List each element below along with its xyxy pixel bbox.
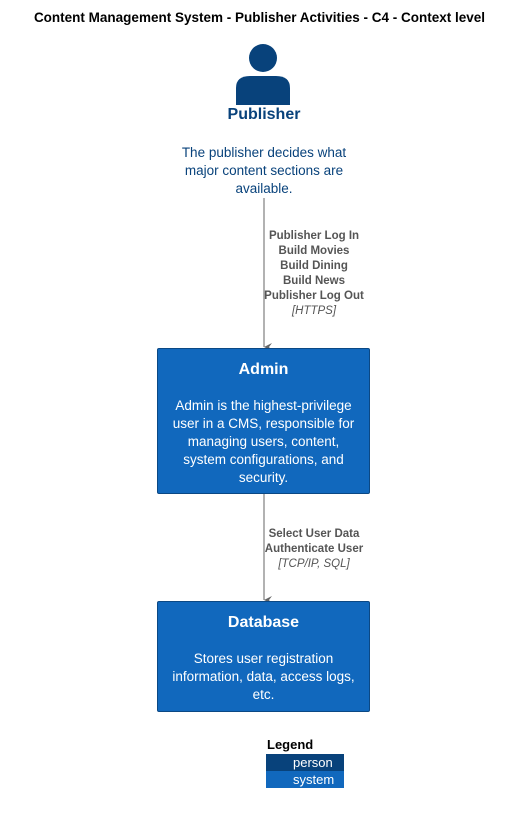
legend-title: Legend [267,737,314,752]
relation-text: Select User Data [268,528,360,540]
diagram-title: Content Management System - Publisher Ac… [33,10,486,25]
relation-technology: [HTTPS] [291,305,337,317]
person-icon [234,44,292,111]
relation-technology: [TCP/IP, SQL] [278,558,350,570]
legend-item-person: person [266,754,344,771]
system-name: Admin [238,361,289,378]
system-name: Database [227,614,300,631]
relation-text: Authenticate User [264,543,364,555]
relation-label-publisher-admin: Publisher Log In Build Movies Build Dini… [214,229,414,319]
relation-text: Publisher Log Out [264,290,364,302]
relation-text: Build Dining [280,260,348,272]
system-description: Admin is the highest-privilege user in a… [172,398,355,485]
relation-text: Build News [283,275,345,287]
system-box-admin[interactable]: Admin Admin is the highest-privilege use… [157,348,370,494]
relation-text: Publisher Log In [268,230,360,242]
legend-label: person [293,755,333,770]
system-box-database[interactable]: Database Stores user registration inform… [157,601,370,712]
relation-text: Build Movies [278,245,350,257]
legend-label: system [293,772,335,787]
system-description: Stores user registration information, da… [172,651,355,702]
person-description: The publisher decides what major content… [181,145,347,196]
relation-label-admin-database: Select User Data Authenticate User [TCP/… [214,527,414,572]
person-name: Publisher [227,106,301,123]
legend-item-system: system [266,771,344,788]
